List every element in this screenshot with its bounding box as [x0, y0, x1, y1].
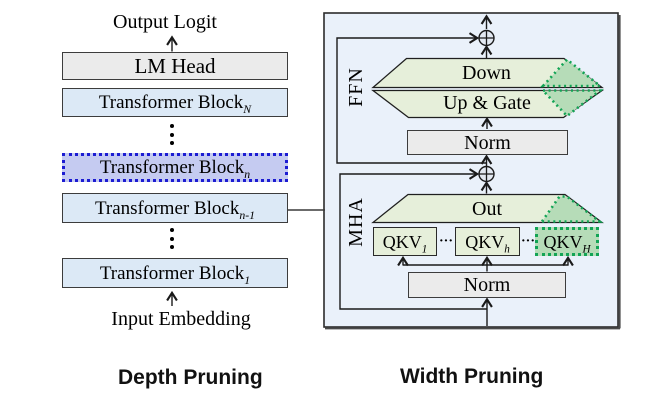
ffn-residual-line	[336, 32, 487, 164]
norm-label: Norm	[463, 274, 511, 296]
block-label: Transformer Block1	[99, 262, 251, 287]
legend-depth-pruning-label: Depth Pruning	[118, 366, 263, 389]
legend-width-scissors-icon	[359, 359, 391, 395]
vertical-ellipsis-upper	[168, 124, 176, 145]
mha-residual-line	[339, 168, 487, 310]
mha-out-label: Out	[472, 198, 502, 220]
ffn-norm-box: Norm	[407, 130, 568, 155]
mha-section-label: MHA	[345, 197, 367, 247]
ffn-section-label: FFN	[345, 67, 367, 107]
qkv-ellipsis-2: ···	[521, 234, 536, 249]
qkv-label: QKVH	[543, 231, 591, 256]
mha-out-pruned-region	[539, 195, 604, 223]
ffn-upgate-pruned-region	[539, 89, 604, 118]
ffn-down-shape	[371, 57, 604, 89]
ffn-down-pruned-region	[540, 57, 604, 88]
transformer-block-n-1-box: Transformer Blockn-1	[62, 193, 288, 223]
ffn-down-label: Down	[462, 62, 511, 84]
qkv-head-h-box: QKVh	[455, 227, 520, 256]
block-label: Transformer BlockN	[98, 92, 252, 116]
legend-depth-scissors-icon	[77, 360, 109, 396]
output-logit-label: Output Logit	[113, 11, 217, 33]
ffn-up-gate-label: Up & Gate	[443, 92, 531, 114]
lm-head-label: LM Head	[134, 53, 216, 78]
ffn-up-gate-shape	[371, 89, 605, 119]
transformer-block-N-box: Transformer BlockN	[62, 88, 288, 117]
vertical-ellipsis-lower	[168, 228, 176, 249]
block-label: Transformer Blockn-1	[94, 197, 256, 222]
legend-width-pruning-label: Width Pruning	[400, 365, 544, 388]
mha-add-node	[478, 165, 495, 183]
transformer-block-1-box: Transformer Block1	[62, 258, 288, 288]
depth-pruning-scissors-icon	[23, 157, 51, 189]
mha-norm-box: Norm	[408, 272, 566, 298]
transformer-block-n-pruned-box: Transformer Blockn	[62, 153, 288, 182]
qkv-label: QKVh	[465, 231, 510, 256]
qkv-ellipsis-1: ···	[438, 234, 453, 249]
lm-head-box: LM Head	[62, 52, 288, 80]
qkv-head-H-pruned-box: QKVH	[535, 227, 599, 256]
qkv-head-1-box: QKV1	[373, 227, 437, 256]
ffn-add-node	[478, 29, 495, 47]
qkv-label: QKV1	[382, 231, 428, 256]
block-label: Transformer Blockn	[99, 157, 251, 181]
norm-label: Norm	[464, 131, 511, 154]
input-embedding-label: Input Embedding	[111, 308, 251, 330]
